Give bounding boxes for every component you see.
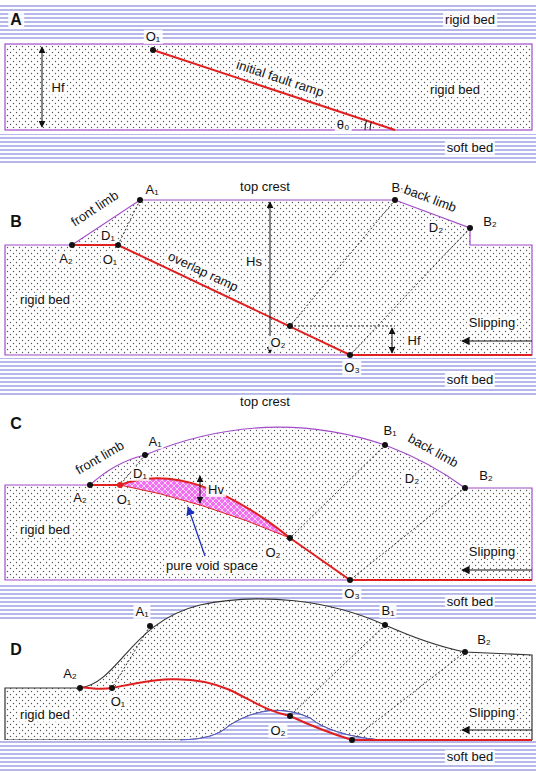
point-label: O₃	[342, 361, 361, 375]
point-label: O₂	[263, 546, 282, 560]
dimension-label: D₁	[99, 229, 117, 243]
motion-label: Slipping	[467, 545, 517, 559]
point-label: B₁	[379, 604, 396, 618]
panel-letter: B	[8, 213, 24, 231]
point-label: O₁	[144, 30, 163, 44]
panel-letter: D	[8, 641, 24, 659]
point-label: O₂	[268, 724, 287, 738]
layer-label: rigid bed	[443, 13, 497, 27]
point-label: B₂	[475, 633, 493, 647]
point-label: A₂	[57, 252, 75, 266]
panel-d	[0, 599, 536, 773]
crest-label: top crest	[238, 395, 292, 409]
dimension-label: Hf	[406, 334, 423, 348]
dimension-label: Hf	[50, 81, 67, 95]
dimension-label: D₂	[427, 221, 445, 235]
layer-label: soft bed	[445, 141, 495, 155]
panel-c	[0, 427, 536, 620]
layer-label: rigid bed	[428, 83, 482, 97]
layer-label: soft bed	[445, 373, 495, 387]
panel-a	[0, 4, 536, 164]
dimension-label: Hs	[244, 255, 264, 269]
layer-label: rigid bed	[18, 708, 72, 722]
point-label: A₂	[71, 491, 89, 505]
point-label: A₂	[61, 667, 79, 681]
dimension-label: D₂	[403, 472, 421, 486]
point-label: O₃	[342, 587, 361, 601]
point-label: B₂	[481, 215, 499, 229]
layer-label: soft bed	[445, 595, 495, 609]
point-label: O₂	[268, 336, 287, 350]
dimension-label: Hv	[206, 483, 226, 497]
panel-letter: A	[8, 11, 24, 29]
point-label: B₂	[477, 469, 495, 483]
layer-label: rigid bed	[18, 293, 72, 307]
point-label: O₁	[109, 695, 128, 709]
point-label: B₁	[381, 424, 398, 438]
dimension-label: D₁	[131, 467, 149, 481]
motion-label: Slipping	[467, 316, 517, 330]
angle-label: θ₀	[335, 118, 352, 132]
layer-label: soft bed	[445, 750, 495, 764]
layer-label: rigid bed	[18, 523, 72, 537]
point-label: A₁	[133, 605, 150, 619]
crest-label: top crest	[238, 180, 292, 194]
point-label: A₁	[143, 183, 160, 197]
void-label: pure void space	[164, 559, 260, 573]
point-label: A₁	[146, 435, 163, 449]
point-label: O₁	[115, 493, 134, 507]
point-label: O₁	[101, 253, 120, 267]
motion-label: Slipping	[467, 706, 517, 720]
panel-letter: C	[8, 415, 24, 433]
